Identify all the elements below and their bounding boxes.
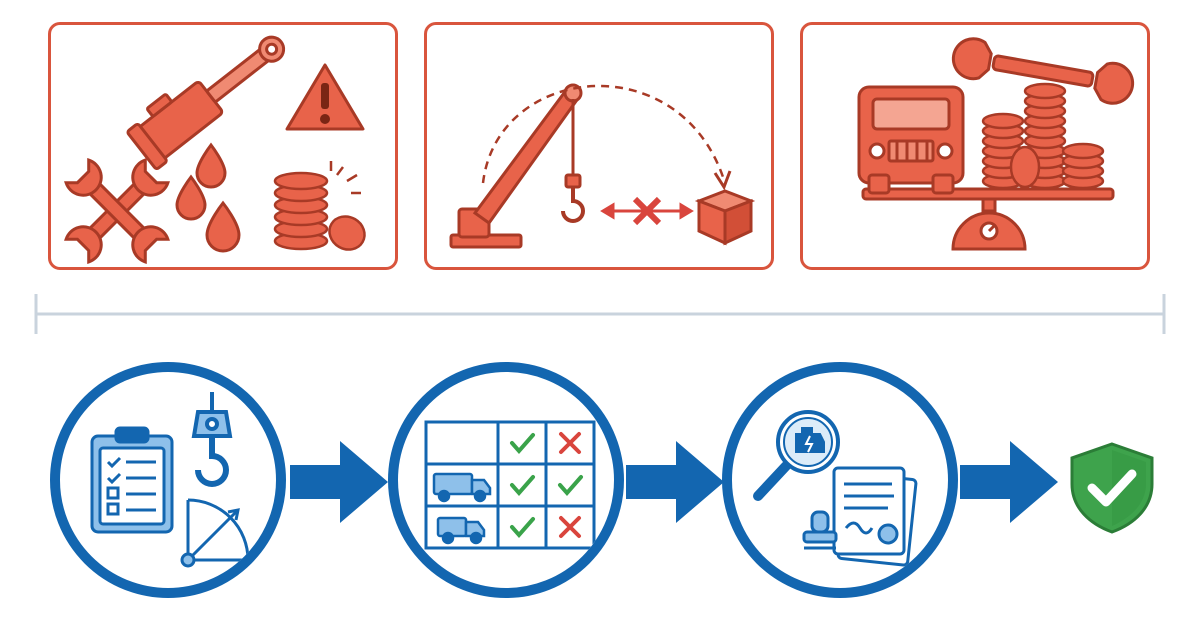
wrench-icon (951, 37, 1135, 105)
check-icon (510, 433, 535, 455)
problem-panel-maintenance (48, 22, 398, 270)
problem-panel-cost (800, 22, 1150, 270)
crane-hook-icon (191, 392, 233, 487)
broken-coins-icon (273, 161, 366, 251)
hydraulic-cylinder-icon (126, 35, 286, 170)
oil-drops-icon (175, 142, 241, 253)
check-icon (510, 517, 535, 539)
cargo-box-icon (694, 189, 756, 246)
timeline-divider (34, 294, 1166, 334)
shield-check-icon (1070, 442, 1154, 534)
step-inspect-documents (722, 362, 958, 598)
clipboard-checklist-icon (90, 426, 174, 534)
cross-icon (559, 516, 581, 538)
dashed-arc-arrow-icon (481, 84, 732, 191)
flow-arrow-1 (290, 441, 388, 523)
problem-panel-reach (424, 22, 774, 270)
small-truck-icon (436, 516, 486, 545)
warning-icon (285, 63, 365, 131)
coin-stacks-icon (981, 82, 1105, 190)
flow-arrow-2 (626, 441, 724, 523)
truck-icon (857, 85, 965, 195)
magnifier-engine-icon (753, 410, 840, 501)
blocked-arrow-icon (600, 196, 694, 226)
reach-angle-icon (180, 498, 264, 568)
crossed-wrenches-icon (64, 158, 170, 264)
check-icon (510, 475, 535, 497)
balance-scale-icon (861, 187, 1115, 251)
hook-icon (561, 173, 585, 223)
step-compare-equipment (388, 362, 624, 598)
cross-icon (559, 432, 581, 454)
check-icon (558, 475, 583, 497)
step-assess-requirements (50, 362, 286, 598)
flow-arrow-3 (960, 441, 1058, 523)
large-truck-icon (432, 472, 492, 503)
crane-icon (449, 83, 583, 249)
documents-stamp-icon (802, 466, 918, 567)
